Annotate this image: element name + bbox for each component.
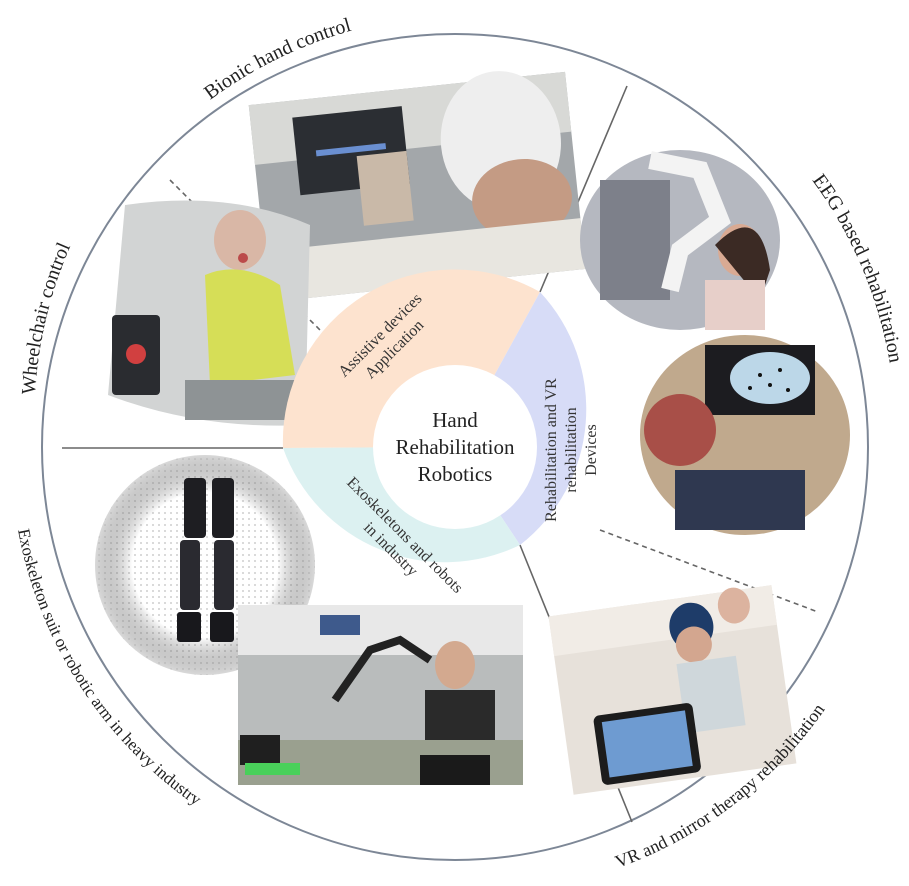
center-title: Hand Rehabilitation Robotics — [396, 408, 515, 486]
center-title-line-2: Rehabilitation — [396, 435, 515, 459]
center-title-line-1: Hand — [432, 408, 478, 432]
center-circle — [373, 365, 537, 529]
photo-eeg-robot — [580, 150, 780, 330]
photo-vr — [548, 585, 797, 795]
label-rehab-vr: Rehabilitation and VR rehabilitation Dev… — [543, 378, 600, 522]
photo-wheelchair — [108, 200, 310, 426]
photo-eeg-cap — [640, 335, 850, 535]
center-title-line-3: Robotics — [418, 462, 493, 486]
photo-bionic — [248, 71, 586, 303]
dashed-divider-right — [599, 529, 819, 613]
label-rehab-line-3: Devices — [583, 424, 600, 476]
photo-exo-lab — [238, 605, 523, 785]
label-rehab-line-2: rehabilitation — [563, 407, 580, 492]
label-rehab-line-1: Rehabilitation and VR — [543, 378, 560, 522]
